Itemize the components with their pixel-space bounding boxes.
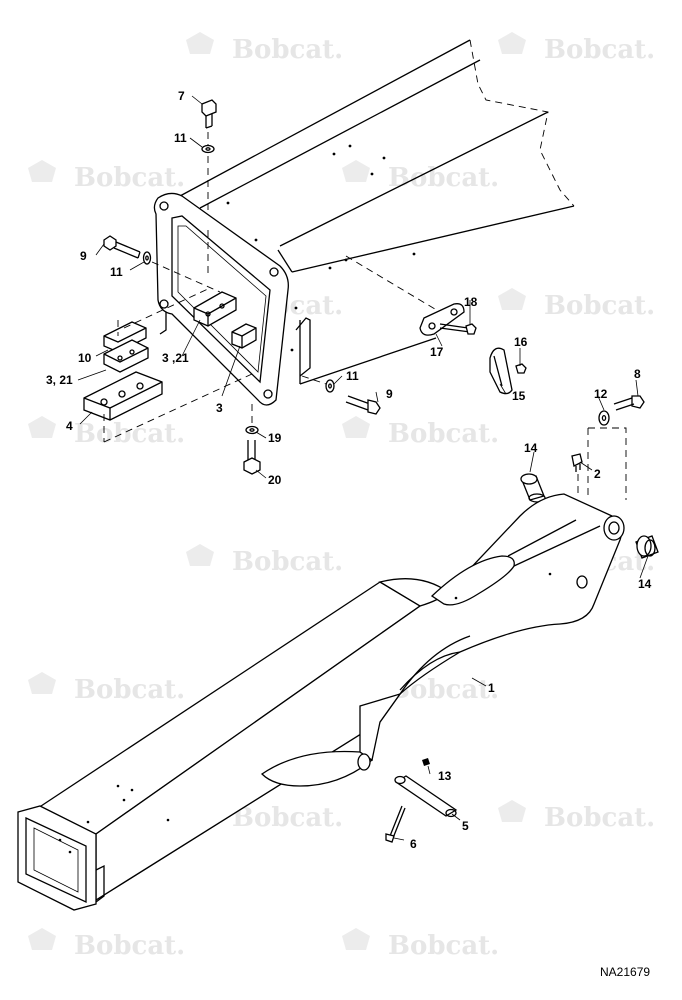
callout-3-21: 3 ,21 — [162, 351, 189, 365]
shim-10 — [103, 321, 147, 353]
watermark: Bobcat. — [186, 32, 343, 65]
watermark: Bobcat. — [342, 416, 499, 449]
bolt-8 — [613, 395, 645, 411]
watermark: Bobcat. — [342, 928, 499, 961]
callout-16: 16 — [514, 335, 528, 349]
svg-text:Bobcat.: Bobcat. — [232, 803, 343, 833]
callout-11: 11 — [346, 369, 359, 383]
pad-15 — [489, 347, 513, 395]
bushing-14-upper — [520, 473, 546, 503]
callout-10: 10 — [78, 351, 92, 365]
pad-3 — [231, 323, 257, 349]
svg-text:Bobcat.: Bobcat. — [232, 35, 343, 65]
callout-2: 2 — [594, 467, 601, 481]
washer-12 — [587, 410, 627, 500]
callout-4: 4 — [66, 419, 73, 433]
watermark: Bobcat. — [28, 416, 185, 449]
frame-section — [159, 39, 575, 385]
svg-text:Bobcat.: Bobcat. — [74, 419, 185, 449]
callout-12: 12 — [594, 387, 608, 401]
svg-text:Bobcat.: Bobcat. — [544, 291, 655, 321]
watermark: Bobcat. — [28, 928, 185, 961]
svg-text:Bobcat.: Bobcat. — [74, 675, 185, 705]
svg-text:Bobcat.: Bobcat. — [388, 163, 499, 193]
watermark: Bobcat. — [342, 160, 499, 193]
wear-pad-stack — [83, 230, 257, 443]
bolt-6 — [385, 805, 406, 843]
watermark: Bobcat. — [498, 32, 655, 65]
bushing-14-lower — [635, 535, 659, 559]
svg-text:Bobcat.: Bobcat. — [388, 931, 499, 961]
svg-text:Bobcat.: Bobcat. — [232, 547, 343, 577]
callout-5: 5 — [462, 819, 469, 833]
callout-19: 19 — [268, 431, 282, 445]
figure-reference-id: NA21679 — [600, 965, 650, 979]
washer-11-right — [325, 379, 335, 393]
svg-text:Bobcat.: Bobcat. — [388, 419, 499, 449]
shim-3-21-lower — [103, 339, 149, 373]
leader-lines — [77, 95, 649, 841]
callout-1: 1 — [488, 681, 495, 695]
bolt-13 — [422, 758, 430, 766]
bolt-9-left — [103, 235, 141, 259]
shim-3-21-upper — [193, 291, 237, 327]
callout-9: 9 — [386, 387, 393, 401]
callout-15: 15 — [512, 389, 526, 403]
callout-3: 3 — [216, 401, 223, 415]
watermark: Bobcat. — [498, 800, 655, 833]
callout-11: 11 — [174, 131, 187, 145]
callout-9: 9 — [80, 249, 87, 263]
washer-11-top — [201, 144, 215, 154]
grease-fitting-2 — [571, 453, 583, 496]
callout-17: 17 — [430, 345, 444, 359]
callout-11: 11 — [110, 265, 123, 279]
watermark: Bobcat. — [28, 160, 185, 193]
callout-6: 6 — [410, 837, 417, 851]
callout-20: 20 — [268, 473, 282, 487]
callout-13: 13 — [438, 769, 452, 783]
pivot-pin-5 — [394, 775, 458, 818]
callout-14: 14 — [524, 441, 538, 455]
svg-text:Bobcat.: Bobcat. — [544, 35, 655, 65]
watermark: Bobcat. — [28, 672, 185, 705]
bolt-9-right — [301, 375, 381, 415]
bolt-18 — [465, 323, 477, 335]
wear-pad-4 — [83, 371, 163, 421]
svg-text:Bobcat.: Bobcat. — [544, 803, 655, 833]
callout-labels: 7 11 9 11 10 3 ,21 3, 21 4 3 19 20 11 9 … — [46, 89, 652, 851]
bolt-20 — [243, 440, 261, 475]
washer-11-left — [142, 251, 221, 293]
watermark: Bobcat. — [186, 544, 343, 577]
watermark-layer: Bobcat. Bobcat. Bobcat. Bobcat. Bobcat. … — [28, 32, 655, 961]
callout-14: 14 — [638, 577, 652, 591]
nut-16 — [515, 363, 527, 374]
bolt-7 — [201, 99, 217, 210]
svg-text:Bobcat.: Bobcat. — [74, 931, 185, 961]
callout-18: 18 — [464, 295, 478, 309]
watermark: Bobcat. — [498, 288, 655, 321]
callout-7: 7 — [178, 89, 185, 103]
callout-8: 8 — [634, 367, 641, 381]
boom-arm — [17, 493, 625, 911]
callout-3-21: 3, 21 — [46, 373, 73, 387]
washer-19 — [245, 404, 259, 435]
bracket-17 — [345, 255, 471, 336]
svg-text:Bobcat.: Bobcat. — [74, 163, 185, 193]
